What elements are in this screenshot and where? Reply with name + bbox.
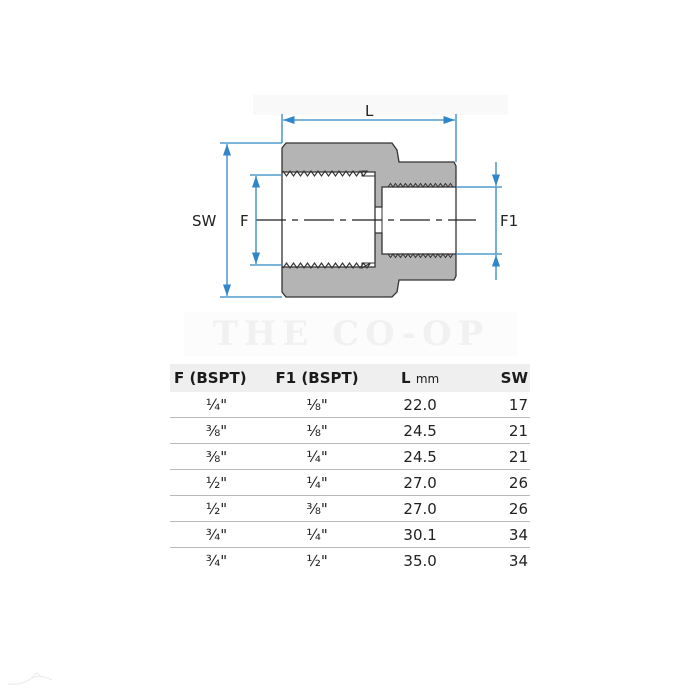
cell-l: 24.5 — [371, 443, 470, 470]
cell-f: ¼" — [170, 392, 263, 418]
cell-sw: 34 — [469, 521, 530, 548]
cell-l: 35.0 — [403, 551, 437, 570]
table-header-row: F (BSPT) F1 (BSPT) L mm SW — [170, 364, 530, 392]
table-row: ¾" ½" 35.0 34 — [170, 548, 530, 574]
cell-f1: ¼" — [262, 469, 372, 496]
cell-f: ¾" — [205, 551, 228, 570]
table-row: ⅜" ¼" 24.5 21 — [170, 443, 530, 470]
label-l: L — [365, 102, 374, 120]
dimension-l — [281, 114, 457, 162]
corner-logo-icon — [7, 672, 53, 685]
cell-f1: ¼" — [262, 521, 372, 548]
dimension-f1 — [456, 162, 502, 280]
cell-f: ⅜" — [170, 417, 263, 444]
cell-l: 22.0 — [371, 392, 470, 418]
cell-f: ½" — [170, 469, 263, 496]
cell-f1: ¼" — [262, 443, 372, 470]
cell-sw: 34 — [508, 551, 528, 570]
cell-sw: 17 — [469, 392, 530, 418]
dimension-sw — [220, 142, 282, 298]
table-row: ¼" ⅛" 22.0 17 — [170, 392, 530, 418]
label-f: F — [240, 212, 249, 230]
cell-f: ⅜" — [170, 443, 263, 470]
table-row: ⅜" ⅛" 24.5 21 — [170, 417, 530, 444]
cell-sw: 26 — [469, 495, 530, 522]
cell-l: 30.1 — [371, 521, 470, 548]
cell-f1: ⅛" — [262, 392, 372, 418]
cell-l: 27.0 — [371, 469, 470, 496]
table-row: ¾" ¼" 30.1 34 — [170, 521, 530, 548]
cell-sw: 21 — [469, 443, 530, 470]
label-f1: F1 — [500, 212, 518, 230]
header-f: F (BSPT) — [170, 364, 263, 392]
label-sw: SW — [192, 212, 217, 230]
table-row: ½" ¼" 27.0 26 — [170, 469, 530, 496]
header-sw: SW — [469, 364, 530, 392]
table-row: ½" ⅜" 27.0 26 — [170, 495, 530, 522]
cell-f1: ⅜" — [262, 495, 372, 522]
header-l-unit: mm — [415, 372, 440, 386]
cell-f1: ½" — [306, 551, 328, 570]
dimension-f — [250, 174, 282, 266]
cell-sw: 26 — [469, 469, 530, 496]
reducing-socket-diagram: L SW F F1 — [192, 95, 518, 298]
header-l: L mm — [371, 364, 470, 392]
spec-table: F (BSPT) F1 (BSPT) L mm SW ¼" ⅛" 22.0 17… — [170, 364, 530, 573]
title-band — [253, 95, 508, 115]
cell-f: ½" — [170, 495, 263, 522]
cell-f: ¾" — [170, 521, 263, 548]
header-l-label: L — [401, 369, 411, 387]
cell-sw: 21 — [469, 417, 530, 444]
watermark: THE CO-OP — [184, 312, 518, 356]
header-f1: F1 (BSPT) — [262, 364, 372, 392]
cell-l: 24.5 — [371, 417, 470, 444]
cell-l: 27.0 — [371, 495, 470, 522]
cell-f1: ⅛" — [262, 417, 372, 444]
